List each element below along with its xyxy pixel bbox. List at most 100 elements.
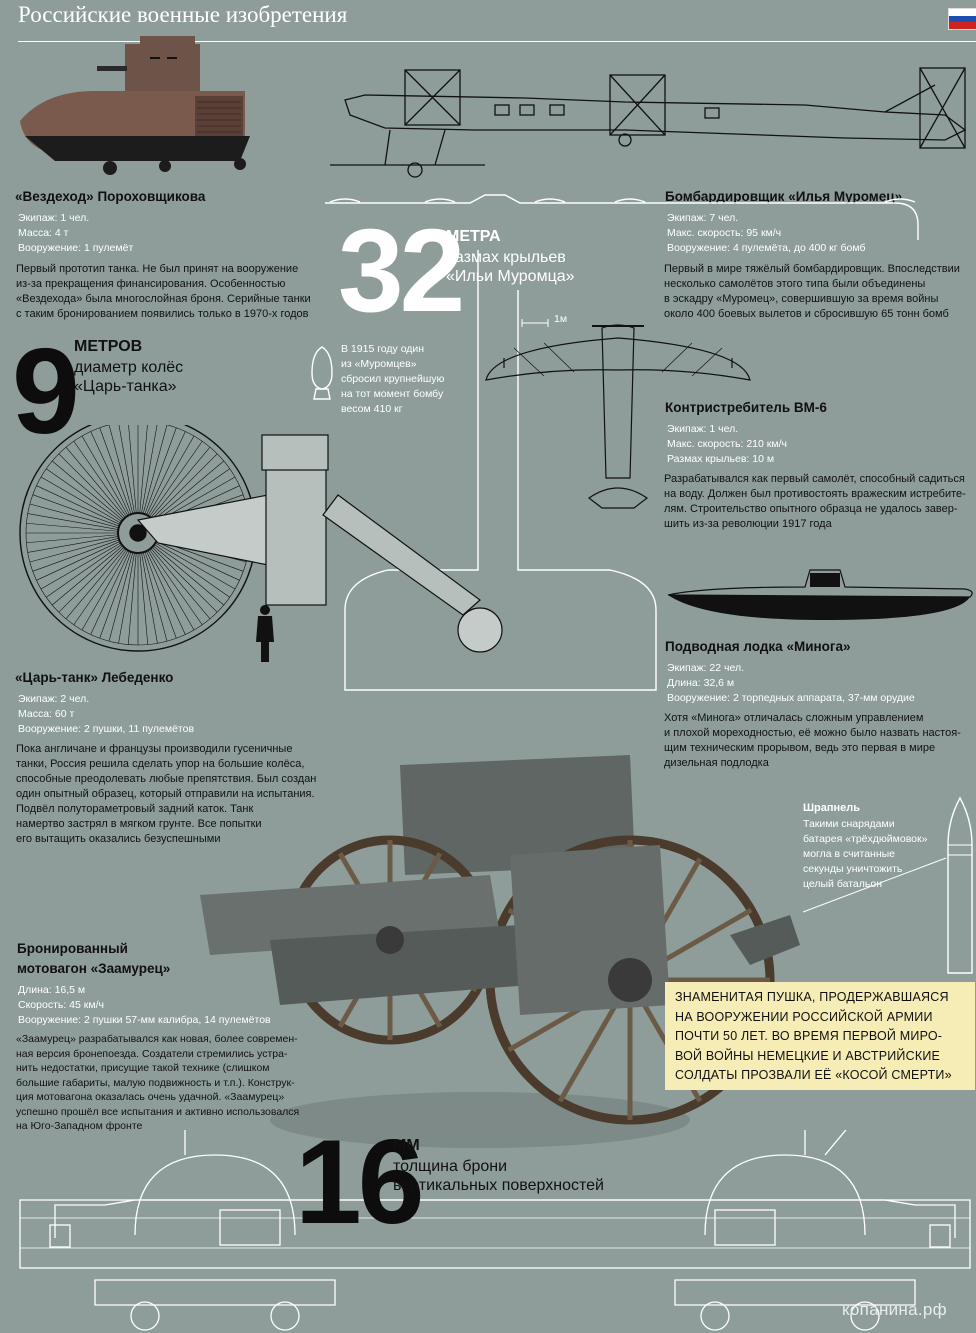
wheel-spoke bbox=[108, 552, 134, 642]
wheel-spoke bbox=[99, 427, 132, 515]
zaamurets-title: Бронированный мотовагон «Заамурец» bbox=[17, 939, 170, 979]
text-line: из «Муромцев» bbox=[341, 358, 417, 370]
text-line: «Вездехода» была многослойная броня. Сер… bbox=[16, 293, 311, 305]
wheel-spoke bbox=[151, 453, 218, 520]
text-line: на воду. Должен был противостоять вражес… bbox=[664, 488, 966, 500]
text-line: «Царь-танка» bbox=[74, 378, 177, 395]
wheel-spoke bbox=[29, 537, 119, 563]
text-line: ВОЙ ВОЙНЫ НЕМЕЦКИЕ И АВСТРИЙСКИЕ bbox=[675, 1048, 941, 1063]
wheel-unit: МЕТРОВ bbox=[74, 338, 143, 355]
text-line: дизельная подлодка bbox=[664, 757, 769, 769]
bomb-icon bbox=[311, 346, 333, 400]
cannon-illustration bbox=[200, 755, 800, 1148]
text-line: ция мотовагона оказалась очень удачной. … bbox=[16, 1091, 285, 1103]
wheel-spoke bbox=[90, 431, 130, 516]
wheel-spoke bbox=[146, 550, 186, 635]
human-silhouette-icon bbox=[256, 605, 274, 662]
wheel-spoke bbox=[142, 425, 168, 514]
wheel-spoke bbox=[154, 544, 230, 598]
tsar-tank-spec-mass: Масса: 60 т bbox=[18, 708, 75, 720]
wheel-spoke bbox=[150, 548, 211, 619]
text-line: шить из-за революции 1917 года bbox=[664, 518, 832, 530]
wheel-spoke bbox=[153, 460, 224, 521]
text-line: могла в считанные bbox=[803, 848, 896, 860]
wheel-spoke bbox=[108, 425, 134, 514]
text-line: нить недостатки, присущие такой технике … bbox=[16, 1062, 270, 1074]
zaamurets-illustration bbox=[19, 1130, 971, 1331]
text-line: около 400 боевых вылетов и сбросившую 65… bbox=[664, 308, 949, 320]
wheel-spoke bbox=[128, 425, 137, 514]
wheel-spoke bbox=[149, 441, 203, 517]
vm6-title: Контристребитель ВМ-6 bbox=[665, 400, 827, 415]
wheel-spoke bbox=[149, 549, 203, 625]
text-line: на Юго-Западном фронте bbox=[16, 1120, 143, 1132]
text-line: ная версия бронепоезда. Создатели стреми… bbox=[16, 1047, 288, 1060]
tsar-tank-spec-armament: Вооружение: 2 пушки, 11 пулемётов bbox=[18, 723, 195, 735]
text-line: большие габариты, малую подвижность и т.… bbox=[16, 1076, 295, 1089]
page-title: Российские военные изобретения bbox=[18, 2, 348, 27]
wheel-description: диаметр колёс «Царь-танка» bbox=[74, 358, 183, 396]
text-line: намертво застрял в мягком грунте. Все по… bbox=[16, 818, 262, 830]
vm6-spec-speed: Макс. скорость: 210 км/ч bbox=[667, 438, 787, 450]
wheel-spoke bbox=[32, 494, 120, 527]
scale-bar-icon bbox=[521, 319, 549, 327]
wheel-spoke bbox=[52, 460, 123, 521]
wheel-spoke bbox=[141, 425, 158, 514]
wheel-spoke bbox=[142, 552, 168, 642]
wheel-spoke bbox=[73, 441, 127, 517]
text-line: «Заамурец» разрабатывался как новая, бол… bbox=[16, 1033, 298, 1045]
wheel-spoke bbox=[40, 542, 121, 590]
text-line: Первый прототип танка. Не был принят на … bbox=[16, 263, 299, 275]
vm6-spec-crew: Экипаж: 1 чел. bbox=[667, 423, 739, 435]
muromets-spec-speed: Макс. скорость: 95 км/ч bbox=[667, 227, 782, 239]
vm6-illustration bbox=[485, 324, 751, 509]
wheel-spoke bbox=[118, 552, 135, 644]
wheel-spoke bbox=[36, 485, 121, 525]
text-line: диаметр колёс bbox=[74, 359, 184, 376]
wheel-spoke bbox=[118, 425, 135, 514]
vm6-spec-wingspan: Размах крыльев: 10 м bbox=[667, 453, 775, 465]
text-line: вертикальных поверхностей bbox=[393, 1177, 604, 1194]
minoga-spec-armament: Вооружение: 2 торпедных аппарата, 37-мм … bbox=[667, 692, 915, 704]
text-line: толщина брони bbox=[393, 1158, 508, 1175]
muromets-side-illustration bbox=[330, 67, 967, 178]
zaamurets-spec-speed: Скорость: 45 км/ч bbox=[18, 999, 104, 1011]
wheel-spoke bbox=[155, 542, 236, 590]
text-line: секунды уничтожить bbox=[803, 863, 903, 875]
minoga-specs: Экипаж: 22 чел. Длина: 32,6 м Вооружение… bbox=[667, 661, 915, 706]
minoga-title: Подводная лодка «Минога» bbox=[665, 639, 851, 654]
wheel-spoke bbox=[146, 431, 186, 516]
text-line: с таким бронированием появились только в… bbox=[16, 308, 309, 320]
text-line: «Ильи Муромца» bbox=[446, 268, 575, 285]
muromets-title: Бомбардировщик «Илья Муромец» bbox=[665, 189, 903, 204]
vezdekhod-spec-mass: Масса: 4 т bbox=[18, 227, 69, 239]
muromets-description: Первый в мире тяжёлый бомбардировщик. Вп… bbox=[664, 262, 960, 322]
minoga-spec-length: Длина: 32,6 м bbox=[667, 677, 735, 689]
text-line: ЗНАМЕНИТАЯ ПУШКА, ПРОДЕРЖАВШАЯСЯ bbox=[675, 990, 949, 1004]
text-line: несколько самолётов этого типа были объе… bbox=[664, 278, 926, 290]
wheel-spoke bbox=[154, 468, 230, 522]
vezdekhod-description: Первый прототип танка. Не был принят на … bbox=[16, 262, 311, 322]
muromets-specs: Экипаж: 7 чел. Макс. скорость: 95 км/ч В… bbox=[667, 211, 865, 256]
submarine-illustration bbox=[667, 569, 973, 620]
wheel-spoke bbox=[153, 545, 224, 606]
wheel-spoke bbox=[27, 536, 119, 553]
wheel-spoke bbox=[99, 551, 132, 639]
bomb-note: В 1915 году один из «Муромцев» сбросил к… bbox=[341, 342, 444, 417]
tsar-tank-description: Пока англичане и французы производили гу… bbox=[16, 742, 316, 847]
wheel-spoke bbox=[52, 545, 123, 606]
text-line: и плохой мореходностью, её можно было на… bbox=[664, 727, 961, 739]
wheel-spoke bbox=[127, 552, 137, 645]
wingspan-outline bbox=[325, 194, 919, 691]
wheel-spoke bbox=[144, 551, 177, 639]
wheel-spoke bbox=[73, 549, 127, 625]
text-line: на тот момент бомбу bbox=[341, 388, 444, 400]
wheel-spoke bbox=[65, 447, 126, 518]
text-line: В 1915 году один bbox=[341, 343, 425, 355]
text-line: батарея «трёхдюймовок» bbox=[803, 833, 928, 845]
vezdekhod-illustration bbox=[20, 36, 250, 175]
wheel-spoke bbox=[144, 427, 177, 515]
vm6-description: Разрабатывался как первый самолёт, спосо… bbox=[664, 472, 966, 532]
armor-unit: ММ bbox=[393, 1137, 420, 1154]
wheel-spoke bbox=[81, 550, 129, 631]
